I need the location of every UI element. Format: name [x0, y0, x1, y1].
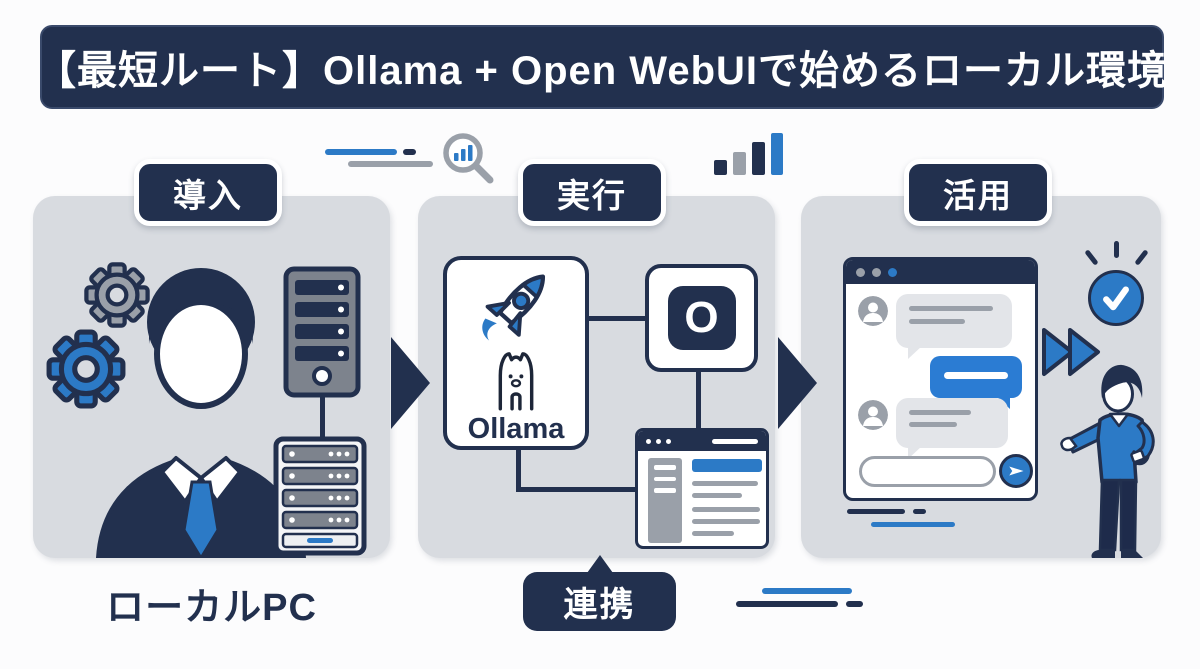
connector-ollama-browser-h	[516, 487, 638, 492]
integration-badge: 連携	[523, 555, 676, 631]
server-rack-icon	[273, 436, 367, 556]
content-line	[692, 481, 758, 486]
step-label-use: 活用	[904, 159, 1052, 226]
step-label-text: 実行	[557, 176, 627, 214]
local-pc-caption: ローカルPC	[106, 587, 317, 629]
flow-arrow-icon	[778, 337, 817, 429]
accent-line-dash	[846, 601, 863, 607]
businessman-icon	[96, 268, 306, 558]
flow-arrow-icon	[391, 337, 430, 429]
window-dot	[888, 267, 897, 277]
accent-line-dash	[913, 509, 926, 514]
page-title: 【最短ルート】Ollama + Open WebUIで始めるローカル環境	[35, 49, 1169, 93]
tower-rack-connector	[320, 396, 325, 438]
step-label-text: 活用	[943, 176, 1013, 214]
browser-sidebar	[648, 458, 682, 543]
ollama-label: Ollama	[467, 413, 565, 445]
content-line	[692, 531, 734, 536]
ollama-card: Ollama	[443, 256, 589, 450]
openwebui-logo: O	[667, 286, 736, 350]
chat-bubble-assistant	[896, 398, 1008, 459]
accent-line-blue	[871, 522, 955, 527]
gear-icon	[46, 329, 126, 409]
openwebui-letter: O	[684, 293, 719, 342]
pointing-person-icon	[1060, 364, 1155, 558]
step-label-install: 導入	[134, 159, 282, 226]
content-header-bar	[692, 459, 762, 472]
chat-bubble-user	[930, 356, 1022, 409]
rocket-icon	[482, 274, 546, 341]
connector-ollama-browser-v	[516, 448, 521, 492]
panel-install	[33, 196, 390, 558]
content-line	[692, 493, 742, 498]
magnifier-chart-icon	[443, 133, 494, 184]
window-dot	[872, 267, 881, 277]
send-icon	[999, 454, 1033, 488]
window-dot	[666, 438, 671, 444]
chat-bubble-assistant	[896, 294, 1012, 359]
url-bar	[712, 438, 758, 444]
window-dot	[656, 438, 661, 444]
window-dot	[646, 438, 651, 444]
chat-titlebar	[846, 260, 1035, 284]
fast-forward-icon	[1042, 328, 1100, 376]
accent-line	[736, 601, 838, 607]
browser-window-icon	[635, 428, 769, 549]
accent-line	[847, 509, 905, 514]
step-label-text: 導入	[173, 176, 243, 214]
gear-icon	[84, 262, 150, 328]
connector-openwebui-browser	[696, 370, 701, 430]
step-label-run: 実行	[518, 159, 666, 226]
chat-window-icon	[843, 257, 1038, 501]
header-banner: 【最短ルート】Ollama + Open WebUIで始めるローカル環境	[36, 25, 1167, 109]
speed-line-dash	[403, 149, 416, 155]
speed-line-gray	[348, 161, 433, 167]
accent-line-blue	[762, 588, 852, 594]
llama-icon	[498, 352, 534, 411]
window-dot	[856, 267, 865, 277]
speed-line-blue	[325, 149, 397, 155]
user-avatar-icon	[858, 296, 888, 326]
signal-bars-icon	[714, 133, 783, 175]
user-avatar-icon	[858, 400, 888, 430]
browser-titlebar	[638, 431, 766, 451]
content-line	[692, 507, 760, 512]
openwebui-card: O	[645, 264, 758, 372]
connector-ollama-openwebui	[586, 316, 648, 321]
pc-tower-icon	[283, 266, 361, 398]
spark-line	[1114, 241, 1119, 258]
integration-badge-text: 連携	[563, 586, 636, 624]
panel-run: Ollama O	[418, 196, 775, 558]
checkmark-icon	[1088, 270, 1144, 326]
chat-input-field	[859, 456, 996, 487]
content-line	[692, 519, 760, 524]
panel-use	[801, 196, 1161, 558]
